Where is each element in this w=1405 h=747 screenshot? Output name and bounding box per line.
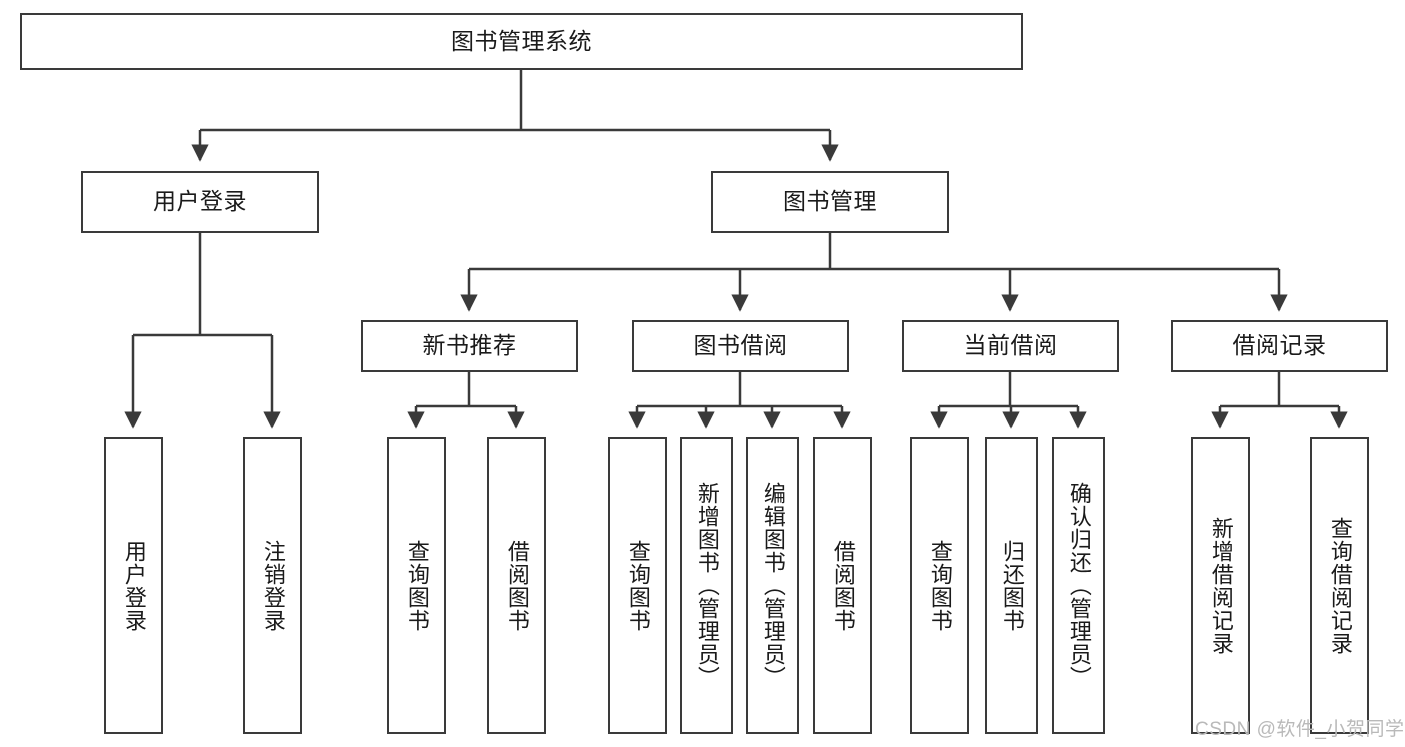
watermark-text: CSDN @软件_小贺同学 [1195,719,1405,740]
leaf-confirm-return-admin[interactable]: 确认归还（管理员） [1052,437,1105,734]
leaf-query-book-1[interactable]: 查询图书 [387,437,446,734]
leaf-edit-book-admin[interactable]: 编辑图书（管理员） [746,437,799,734]
node-book-manage[interactable]: 图书管理 [711,171,949,233]
leaf-return-book[interactable]: 归还图书 [985,437,1038,734]
leaf-borrow-book-1[interactable]: 借阅图书 [487,437,546,734]
node-borrow-record[interactable]: 借阅记录 [1171,320,1388,372]
leaf-query-book-2[interactable]: 查询图书 [608,437,667,734]
leaf-logout[interactable]: 注销登录 [243,437,302,734]
leaf-add-book-admin[interactable]: 新增图书（管理员） [680,437,733,734]
node-current-borrow[interactable]: 当前借阅 [902,320,1119,372]
node-new-book-recommend[interactable]: 新书推荐 [361,320,578,372]
leaf-add-borrow-record[interactable]: 新增借阅记录 [1191,437,1250,734]
node-user-login[interactable]: 用户登录 [81,171,319,233]
leaf-borrow-book-2[interactable]: 借阅图书 [813,437,872,734]
leaf-user-login[interactable]: 用户登录 [104,437,163,734]
node-root[interactable]: 图书管理系统 [20,13,1023,70]
leaf-query-borrow-record[interactable]: 查询借阅记录 [1310,437,1369,734]
leaf-query-book-3[interactable]: 查询图书 [910,437,969,734]
node-book-borrow[interactable]: 图书借阅 [632,320,849,372]
